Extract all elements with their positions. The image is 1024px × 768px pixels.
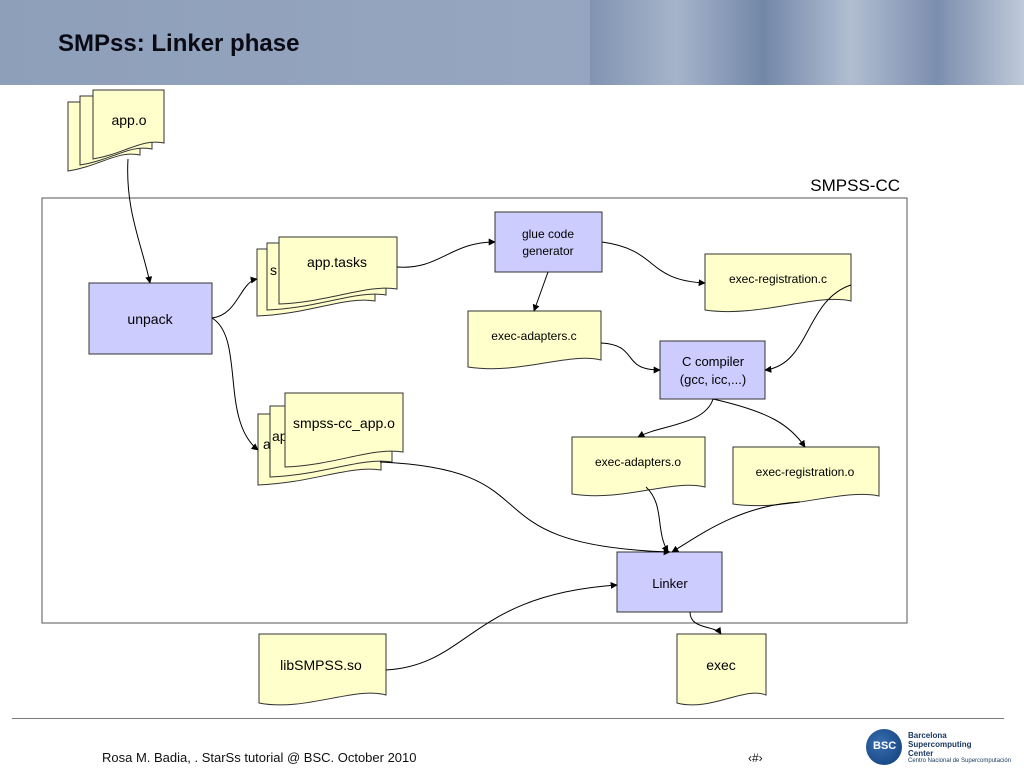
- doc-app-o-label: app.o: [111, 112, 146, 128]
- arrow-app-o-to-unpack: [127, 158, 153, 284]
- bsc-logo-mark: BSC: [873, 740, 897, 752]
- compiler-label-line1: C compiler: [682, 354, 745, 369]
- process-linker: Linker: [616, 551, 723, 613]
- smpss-cc-container: [41, 197, 908, 624]
- doc-app-tasks: s app.tasks: [256, 236, 398, 317]
- doc-exec-adapters-o-label: exec-adapters.o: [595, 455, 681, 469]
- header-photo: [590, 0, 1024, 85]
- arrow-app-tasks-to-glue: [396, 238, 496, 268]
- bsc-logo-name-line2: Supercomputing: [908, 740, 972, 749]
- footer-divider: [12, 718, 1004, 719]
- arrow-smpss-cc-to-linker: [379, 461, 671, 556]
- doc-exec-adapters-o: exec-adapters.o: [571, 436, 706, 497]
- doc-app-tasks-label: app.tasks: [307, 254, 367, 270]
- doc-exec-adapters-c-label: exec-adapters.c: [491, 329, 576, 343]
- arrow-exec-registration-c-to-compiler: [764, 284, 852, 373]
- bsc-logo-icon: BSC: [866, 729, 902, 765]
- glue-label-line1: glue code: [522, 227, 574, 241]
- arrow-exec-adapters-c-to-compiler: [600, 342, 661, 374]
- doc-app-o: app.o: [67, 89, 165, 172]
- connectors: [127, 158, 852, 671]
- doc-smpss-cc-app-o: a ap smpss-cc_app.o: [257, 392, 404, 486]
- arrow-exec-registration-o-to-linker: [671, 501, 801, 553]
- bsc-logo: BSC Barcelona Supercomputing Center Cent…: [866, 729, 1016, 767]
- doc-exec-registration-o: exec-registration.o: [732, 446, 880, 507]
- process-unpack-label: unpack: [127, 311, 173, 327]
- arrow-glue-to-exec-registration-c: [601, 241, 706, 287]
- doc-libsmpss-label: libSMPSS.so: [280, 657, 362, 673]
- arrow-unpack-to-app-tasks: [211, 276, 258, 319]
- slide-header: SMPss: Linker phase: [0, 0, 1024, 85]
- process-glue-code-generator: glue code generator: [494, 211, 603, 273]
- footer-text: Rosa M. Badia, . StarSs tutorial @ BSC. …: [102, 750, 417, 765]
- bsc-logo-name-line3: Center: [908, 749, 934, 758]
- doc-smpss-cc-app-o-label: smpss-cc_app.o: [293, 415, 395, 431]
- doc-smpss-back1-label: a: [263, 436, 271, 452]
- bsc-logo-subtitle: Centro Nacional de Supercomputación: [908, 758, 1012, 764]
- arrow-compiler-to-exec-registration-o: [712, 398, 806, 448]
- doc-libsmpss: libSMPSS.so: [258, 633, 387, 706]
- doc-smpss-back2-label: ap: [272, 428, 288, 444]
- arrow-unpack-to-smpss-cc: [211, 317, 259, 451]
- doc-exec-registration-o-label: exec-registration.o: [756, 465, 855, 479]
- arrow-linker-to-exec: [689, 611, 722, 635]
- doc-exec-label: exec: [706, 657, 736, 673]
- bsc-logo-name: Barcelona Supercomputing Center: [908, 731, 1018, 758]
- doc-exec-registration-c-label: exec-registration.c: [729, 272, 827, 286]
- arrow-compiler-to-exec-adapters-o: [637, 398, 714, 438]
- doc-exec-registration-c: exec-registration.c: [704, 253, 852, 313]
- glue-label-line2: generator: [522, 244, 573, 258]
- page-number: ‹#›: [748, 751, 763, 765]
- container-label: SMPSS-CC: [810, 176, 900, 195]
- bsc-logo-name-line1: Barcelona: [908, 731, 947, 740]
- arrow-libsmpss-to-linker: [385, 581, 618, 671]
- process-unpack: unpack: [88, 282, 213, 355]
- slide-title: SMPss: Linker phase: [58, 30, 300, 57]
- doc-exec: exec: [676, 633, 767, 706]
- arrow-exec-adapters-o-to-linker: [645, 486, 669, 553]
- process-c-compiler: C compiler (gcc, icc,...): [659, 340, 766, 400]
- doc-exec-adapters-c: exec-adapters.c: [467, 310, 602, 370]
- doc-app-tasks-back-label: s: [270, 262, 277, 278]
- arrow-glue-to-exec-adapters-c: [532, 271, 549, 312]
- process-linker-label: Linker: [652, 576, 688, 591]
- compiler-label-line2: (gcc, icc,...): [680, 372, 746, 387]
